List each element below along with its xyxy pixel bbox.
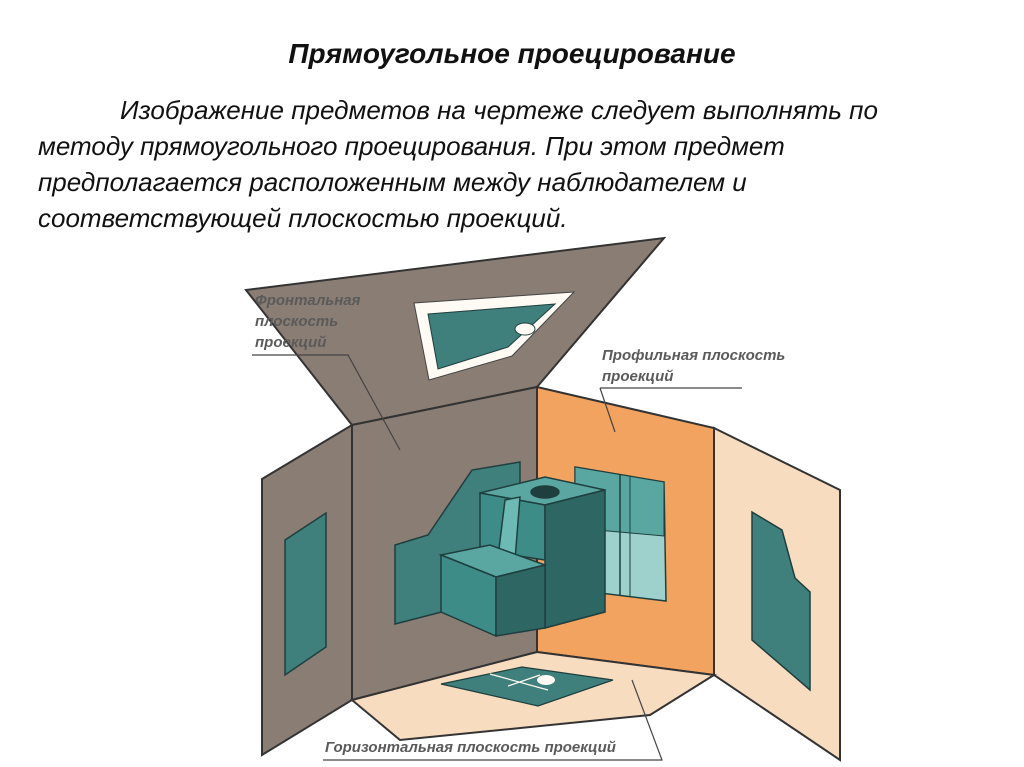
- left-wing-projection: [284, 511, 327, 677]
- right-wing-projection: [751, 510, 811, 692]
- slide-title: Прямоугольное проецирование: [288, 38, 736, 69]
- frontal-plane-label-line3: проекций: [255, 334, 326, 351]
- top-flap-hole: [514, 322, 536, 336]
- 3d-object: [438, 476, 606, 638]
- slide-paragraph: Изображение предметов на чертеже следует…: [38, 92, 978, 236]
- horizontal-projection: [440, 666, 614, 707]
- frontal-plane-label-line1: Фронтальная: [255, 292, 361, 309]
- frontal-plane-label-line2: плоскость: [255, 313, 338, 330]
- top-flap-projection: [427, 303, 557, 370]
- horizontal-plane-label: Горизонтальная плоскость проекций: [325, 739, 616, 756]
- profile-plane-label-line1: Профильная плоскость: [602, 347, 785, 364]
- horizontal-projection-hole: [537, 675, 555, 685]
- paragraph-text: Изображение предметов на чертеже следует…: [38, 95, 878, 233]
- profile-plane-label-line2: проекций: [602, 368, 673, 385]
